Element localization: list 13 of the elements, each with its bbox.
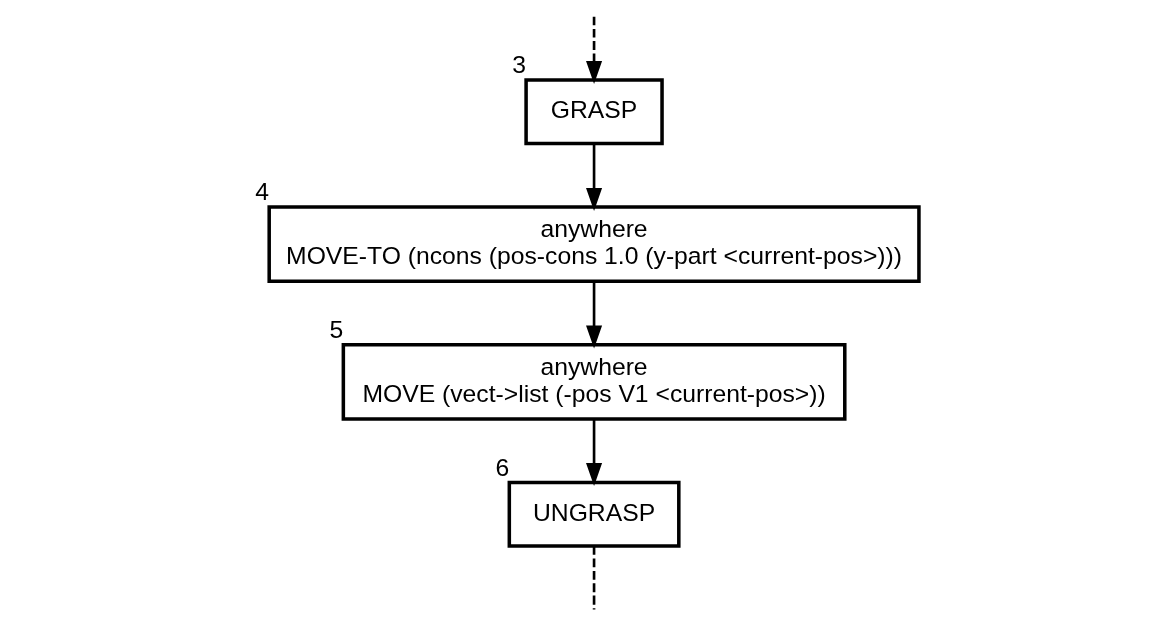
node-label: 3 [511, 51, 526, 79]
arrow [585, 16, 602, 84]
arrow [585, 144, 602, 212]
arrow [585, 419, 602, 487]
node-box: anywhere MOVE (vect->list (-pos V1 <current-pos>)) [341, 343, 847, 421]
node-box: GRASP [523, 78, 664, 146]
arrow [585, 281, 602, 349]
node-label: 6 [494, 453, 509, 481]
node-label: 4 [254, 178, 269, 206]
node-box: anywhere MOVE-TO (ncons (pos-cons 1.0 (y-part <current-pos>))) [266, 205, 921, 283]
node-box: UNGRASP [507, 480, 681, 548]
node-label: 5 [328, 316, 343, 344]
connector [592, 546, 595, 610]
